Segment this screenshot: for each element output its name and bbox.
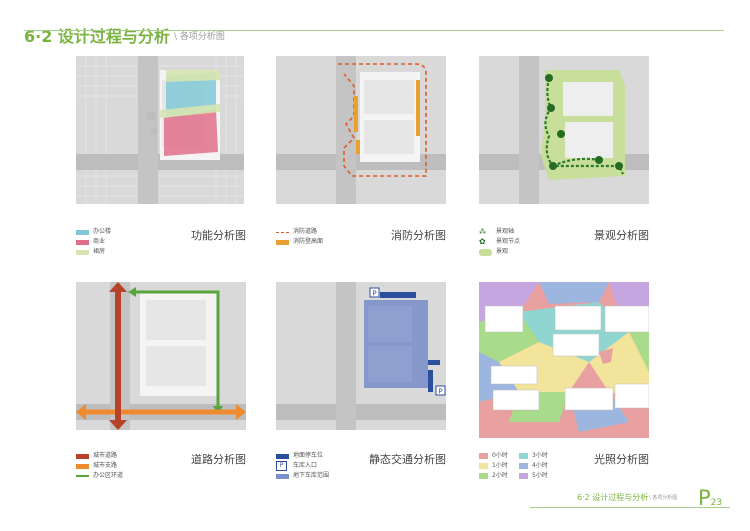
hour-0-swatch (479, 453, 488, 459)
legend-item: 办公楼 (76, 227, 111, 237)
hour-3-swatch (519, 453, 528, 459)
legend-label: 景观 (496, 248, 509, 255)
landscape-title: 景观分析图 (594, 229, 649, 242)
landscape-node-icon: ✿ (479, 237, 486, 246)
legend-label: 城市支路 (93, 462, 118, 469)
landscape-axis-icon: ⁂ (479, 228, 486, 236)
legend-item: 城市支路 (76, 461, 123, 471)
static-traffic-map: P P (276, 282, 446, 430)
legend-label: 4小时 (532, 462, 548, 469)
legend-item: 0小时 (479, 451, 519, 461)
legend-item: ⁂ 景观轴 (479, 227, 520, 237)
fire-road-swatch (276, 231, 289, 233)
road-legend: 城市道路 城市支路 办公区环道 (76, 451, 123, 481)
branch-road-swatch (76, 463, 89, 469)
office-swatch (76, 229, 89, 235)
city-road-swatch (76, 453, 89, 459)
legend-label: 地下车库范围 (293, 472, 330, 479)
legend-item: 地下车库范围 (276, 471, 329, 481)
road-analysis-map (76, 282, 246, 430)
podium-swatch (76, 249, 89, 255)
legend-item: 办公区环道 (76, 471, 123, 481)
legend-label: 2小时 (492, 472, 508, 479)
legend-item: 地面停车位 (276, 451, 329, 461)
function-title: 功能分析图 (191, 229, 246, 242)
landscape-swatch (479, 248, 492, 256)
legend-label: 消防道路 (293, 228, 318, 235)
header-rule (24, 30, 724, 31)
fire-analysis-map (276, 56, 446, 204)
legend-label: 1小时 (492, 462, 508, 469)
svg-text:P: P (438, 388, 442, 396)
legend-item: 消防道路 (276, 227, 323, 237)
legend-label: 裙房 (93, 248, 106, 255)
page-title: 6·2 设计过程与分析 (24, 27, 170, 46)
function-analysis-map (76, 56, 244, 204)
legend-item: 城市道路 (76, 451, 123, 461)
legend-label: 车库入口 (293, 462, 318, 469)
legend-label: 景观节点 (496, 238, 521, 245)
fire-face-swatch (276, 239, 289, 245)
legend-item: 商业 (76, 237, 111, 247)
svg-text:P: P (372, 290, 376, 298)
footer-subtitle: \ 各项分析图 (649, 495, 678, 501)
traffic-legend: 地面停车位 P 车库入口 地下车库范围 (276, 451, 329, 481)
hour-2-swatch (479, 473, 488, 479)
legend-item: ✿ 景观节点 (479, 237, 520, 247)
legend-item: 景观 (479, 247, 520, 257)
fire-legend: 消防道路 消防登高面 (276, 227, 323, 247)
page-number: P23 (698, 486, 722, 510)
legend-label: 办公区环道 (93, 472, 124, 479)
page-letter: P (698, 486, 711, 510)
commerce-swatch (76, 239, 89, 245)
sunlight-analysis-map (479, 282, 649, 438)
traffic-title: 静态交通分析图 (369, 453, 446, 466)
legend-item: 2小时 (479, 471, 519, 481)
page-subtitle: \ 各项分析图 (174, 32, 225, 42)
ground-parking-swatch (276, 453, 289, 459)
legend-label: 地面停车位 (293, 452, 324, 459)
fire-title: 消防分析图 (391, 229, 446, 242)
sunlight-title: 光照分析图 (594, 453, 649, 466)
legend-label: 办公楼 (93, 228, 112, 235)
landscape-legend: ⁂ 景观轴 ✿ 景观节点 景观 (479, 227, 520, 257)
legend-item: 4小时 (519, 461, 559, 471)
underground-garage-swatch (276, 473, 289, 479)
legend-item: 5小时 (519, 471, 559, 481)
road-title: 道路分析图 (191, 453, 246, 466)
hour-4-swatch (519, 463, 528, 469)
legend-item: 1小时 (479, 461, 519, 471)
legend-item: 3小时 (519, 451, 559, 461)
legend-item: P 车库入口 (276, 461, 329, 471)
page-digits: 23 (710, 498, 723, 508)
legend-label: 商业 (93, 238, 106, 245)
sunlight-legend: 0小时 3小时 1小时 4小时 2小时 5小时 (479, 451, 559, 481)
legend-label: 5小时 (532, 472, 548, 479)
legend-label: 0小时 (492, 452, 508, 459)
legend-label: 3小时 (532, 452, 548, 459)
hour-1-swatch (479, 463, 488, 469)
legend-label: 景观轴 (496, 228, 515, 235)
landscape-analysis-map (479, 56, 649, 204)
legend-label: 消防登高面 (293, 238, 324, 245)
legend-item: 消防登高面 (276, 237, 323, 247)
hour-5-swatch (519, 473, 528, 479)
legend-label: 城市道路 (93, 452, 118, 459)
legend-item: 裙房 (76, 247, 111, 257)
parking-icon: P (276, 461, 287, 471)
footer-title: 6·2 设计过程与分析 (577, 493, 649, 502)
function-legend: 办公楼 商业 裙房 (76, 227, 111, 257)
footer-rule (530, 507, 730, 508)
office-loop-swatch (76, 475, 89, 477)
